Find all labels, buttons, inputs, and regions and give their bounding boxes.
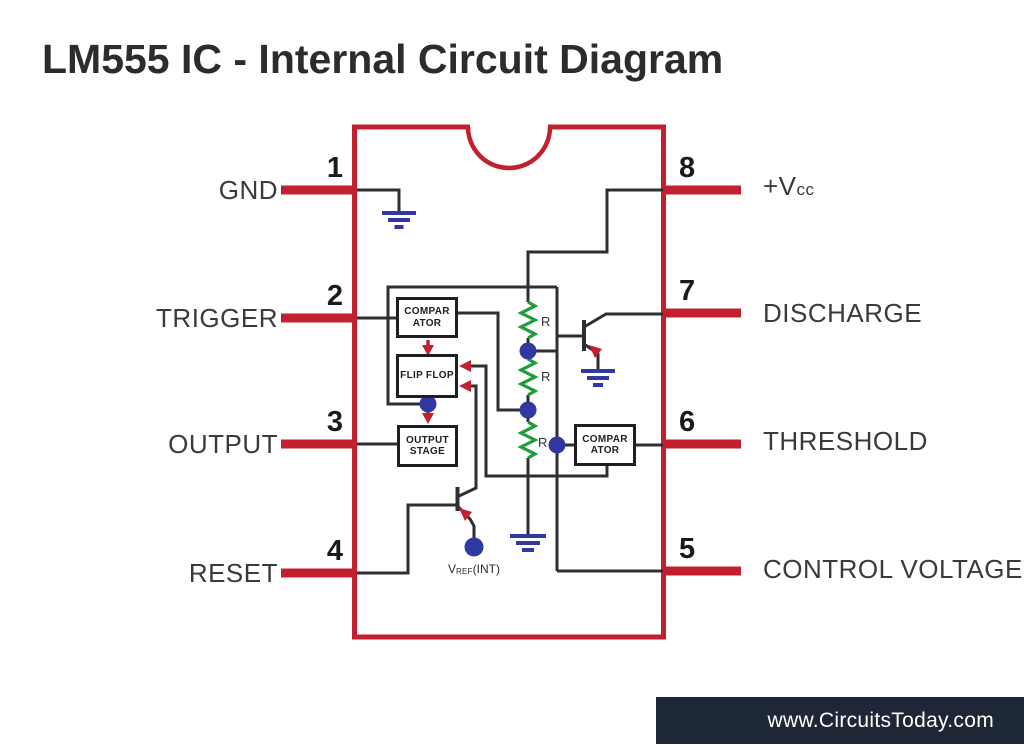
pin-label-gnd: GND xyxy=(218,175,278,205)
transistor-q1-icon xyxy=(582,312,663,371)
junction-dot-vref xyxy=(464,537,484,557)
pin-label-reset: RESET xyxy=(188,558,278,588)
pin-8-number: 8 xyxy=(679,152,696,184)
vcc-main: +V xyxy=(763,171,797,201)
resistor-3-icon xyxy=(517,420,539,460)
ground-icon-gnd xyxy=(382,211,416,229)
block-output-stage: OUTPUT STAGE xyxy=(397,425,458,467)
arrow-comp1-ff-icon xyxy=(422,345,434,356)
pin-5-number: 5 xyxy=(679,533,696,565)
footer-bar: www.CircuitsToday.com xyxy=(656,697,1024,744)
vref-v: V xyxy=(448,562,457,576)
wire-comp1-out xyxy=(457,311,524,412)
junction-dot-r2r3 xyxy=(519,401,537,419)
pin-1-number: 1 xyxy=(326,152,343,184)
resistor-1-icon xyxy=(517,300,539,340)
junction-dot-comp2 xyxy=(548,436,566,454)
wire-top-route xyxy=(386,285,557,406)
resistor-3-label: R xyxy=(538,435,548,450)
pin-7-number: 7 xyxy=(679,275,696,307)
arrow-ff-os-icon xyxy=(422,413,434,424)
q1-collector xyxy=(583,312,663,329)
block-comparator-1-line1: COMPAR xyxy=(404,306,450,317)
wire-comp2-to-flipflop xyxy=(468,364,609,478)
block-comparator-2: COMPAR ATOR xyxy=(574,424,636,466)
block-flip-flop-line1: FLIP FLOP xyxy=(400,370,454,382)
pin-6-number: 6 xyxy=(679,406,696,438)
internal-wires xyxy=(357,188,663,575)
transistor-q2-icon xyxy=(455,487,476,540)
junction-dot-flipflop xyxy=(419,395,437,413)
wire-vcc-to-resistors xyxy=(526,188,663,302)
vref-label: VREF(INT) xyxy=(444,562,504,576)
junction-dots xyxy=(419,342,566,557)
pin-label-output: OUTPUT xyxy=(168,429,278,459)
q2-arrow-icon xyxy=(459,508,472,521)
pin-3-number: 3 xyxy=(326,406,343,438)
pin-label-threshold: THRESHOLD xyxy=(763,426,928,456)
ground-icons xyxy=(382,211,615,552)
pin-label-discharge: DISCHARGE xyxy=(763,298,923,328)
resistor-icons xyxy=(517,300,539,460)
vref-sub: REF xyxy=(456,567,473,576)
wire-gnd xyxy=(357,188,401,211)
pin-4-number: 4 xyxy=(326,535,343,567)
pin-label-trigger: TRIGGER xyxy=(156,303,278,333)
pin-2-number: 2 xyxy=(326,280,343,312)
page-title: LM555 IC - Internal Circuit Diagram xyxy=(42,36,724,82)
q1-arrow-icon xyxy=(589,345,602,358)
arrow-ff-in-bottom-icon xyxy=(459,380,471,392)
block-comparator-2-line1: COMPAR xyxy=(582,433,628,445)
pin-label-control-voltage: CONTROL VOLTAGE xyxy=(763,554,1023,584)
block-flip-flop: FLIP FLOP xyxy=(396,354,458,398)
wire-q2-to-flipflop xyxy=(458,384,478,498)
ic-notch-mask xyxy=(470,121,548,132)
vref-rest: (INT) xyxy=(472,562,500,576)
ground-icon-q1 xyxy=(581,369,615,387)
footer-url: www.CircuitsToday.com xyxy=(767,708,994,732)
arrow-ff-in-top-icon xyxy=(459,360,471,372)
signal-arrows xyxy=(422,340,471,424)
block-comparator-1-line2: ATOR xyxy=(412,317,442,329)
block-comparator-1: COMPAR ATOR xyxy=(396,297,458,338)
junction-dot-r1r2 xyxy=(519,342,537,360)
block-output-stage-line1: OUTPUT xyxy=(406,434,449,446)
ic-notch-icon xyxy=(465,126,553,171)
wire-reset-route xyxy=(357,503,456,575)
vcc-sub: cc xyxy=(796,180,815,199)
resistor-2-label: R xyxy=(541,369,551,384)
pin-label-vcc: +Vcc xyxy=(763,172,815,200)
block-output-stage-line2: STAGE xyxy=(409,446,446,457)
resistor-1-label: R xyxy=(541,314,551,329)
resistor-2-icon xyxy=(517,357,539,397)
ground-icon-resistor xyxy=(510,534,546,552)
pin-lines xyxy=(281,185,741,578)
block-comparator-2-line2: ATOR xyxy=(590,445,620,456)
